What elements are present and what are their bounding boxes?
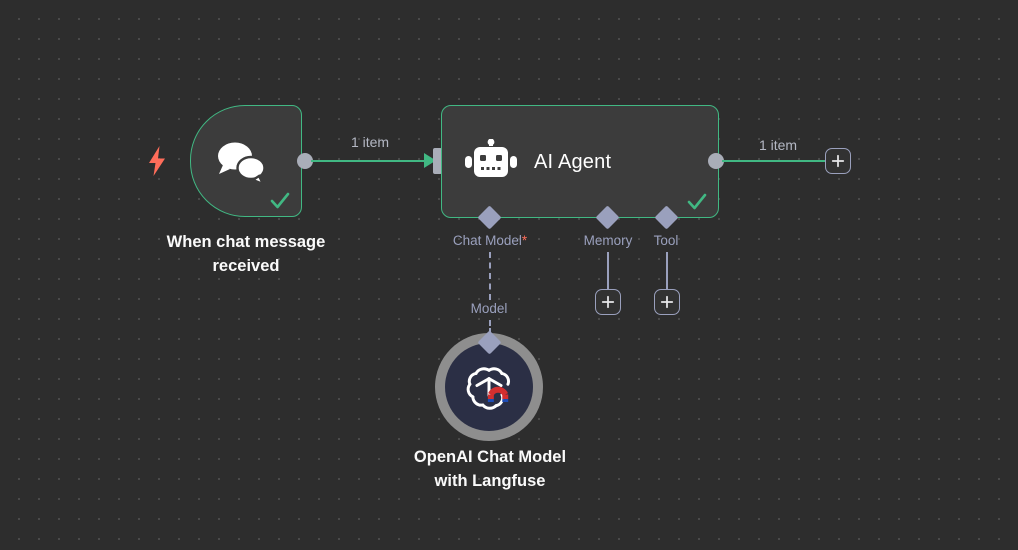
robot-icon: [465, 139, 517, 185]
agent-node-title: AI Agent: [534, 151, 612, 173]
agent-output-port[interactable]: [708, 153, 724, 169]
agent-port-label-tool: Tool: [653, 233, 679, 248]
trigger-label-line2: received: [212, 256, 280, 275]
lightning-bolt-icon: [146, 146, 168, 176]
add-tool-button[interactable]: [654, 289, 680, 315]
connection-agent-to-openai-upper[interactable]: [489, 252, 491, 300]
openai-node-label: OpenAI Chat Model with Langfuse: [370, 446, 610, 494]
agent-status-check-icon: [686, 191, 708, 213]
chat-model-label-text: Chat Model: [452, 233, 522, 248]
connection-tool-stub: [666, 252, 668, 292]
plus-icon: [601, 295, 615, 309]
openai-logo-icon: [466, 367, 510, 410]
plus-icon: [660, 295, 674, 309]
connection-label-trigger-to-agent: 1 item: [350, 134, 390, 150]
agent-port-label-memory: Memory: [583, 233, 633, 248]
connection-trigger-to-agent[interactable]: [311, 160, 429, 162]
openai-node-inner: [445, 343, 533, 431]
openai-label-line2: with Langfuse: [434, 471, 546, 490]
magnet-icon: [487, 386, 509, 403]
chat-bubbles-icon: [213, 139, 269, 185]
plus-icon: [831, 154, 845, 168]
connection-memory-stub: [607, 252, 609, 292]
chat-model-required-asterisk: *: [521, 233, 528, 248]
add-next-node-button[interactable]: [825, 148, 851, 174]
agent-input-port[interactable]: [433, 148, 442, 174]
connection-agent-to-add[interactable]: [722, 160, 826, 162]
connection-arrowhead-icon: [424, 153, 436, 168]
add-memory-button[interactable]: [595, 289, 621, 315]
openai-label-line1: OpenAI Chat Model: [413, 448, 567, 466]
trigger-output-port[interactable]: [297, 153, 313, 169]
connection-label-agent-output: 1 item: [758, 137, 798, 153]
trigger-node-label: When chat message received: [140, 231, 352, 279]
trigger-label-line1: When chat message: [166, 233, 326, 251]
node-ai-agent[interactable]: AI Agent: [441, 105, 719, 218]
connection-label-model: Model: [470, 301, 508, 316]
node-when-chat-message-received[interactable]: [190, 105, 302, 217]
agent-port-label-chat-model: Chat Model*: [420, 233, 560, 248]
trigger-status-check-icon: [269, 190, 291, 212]
